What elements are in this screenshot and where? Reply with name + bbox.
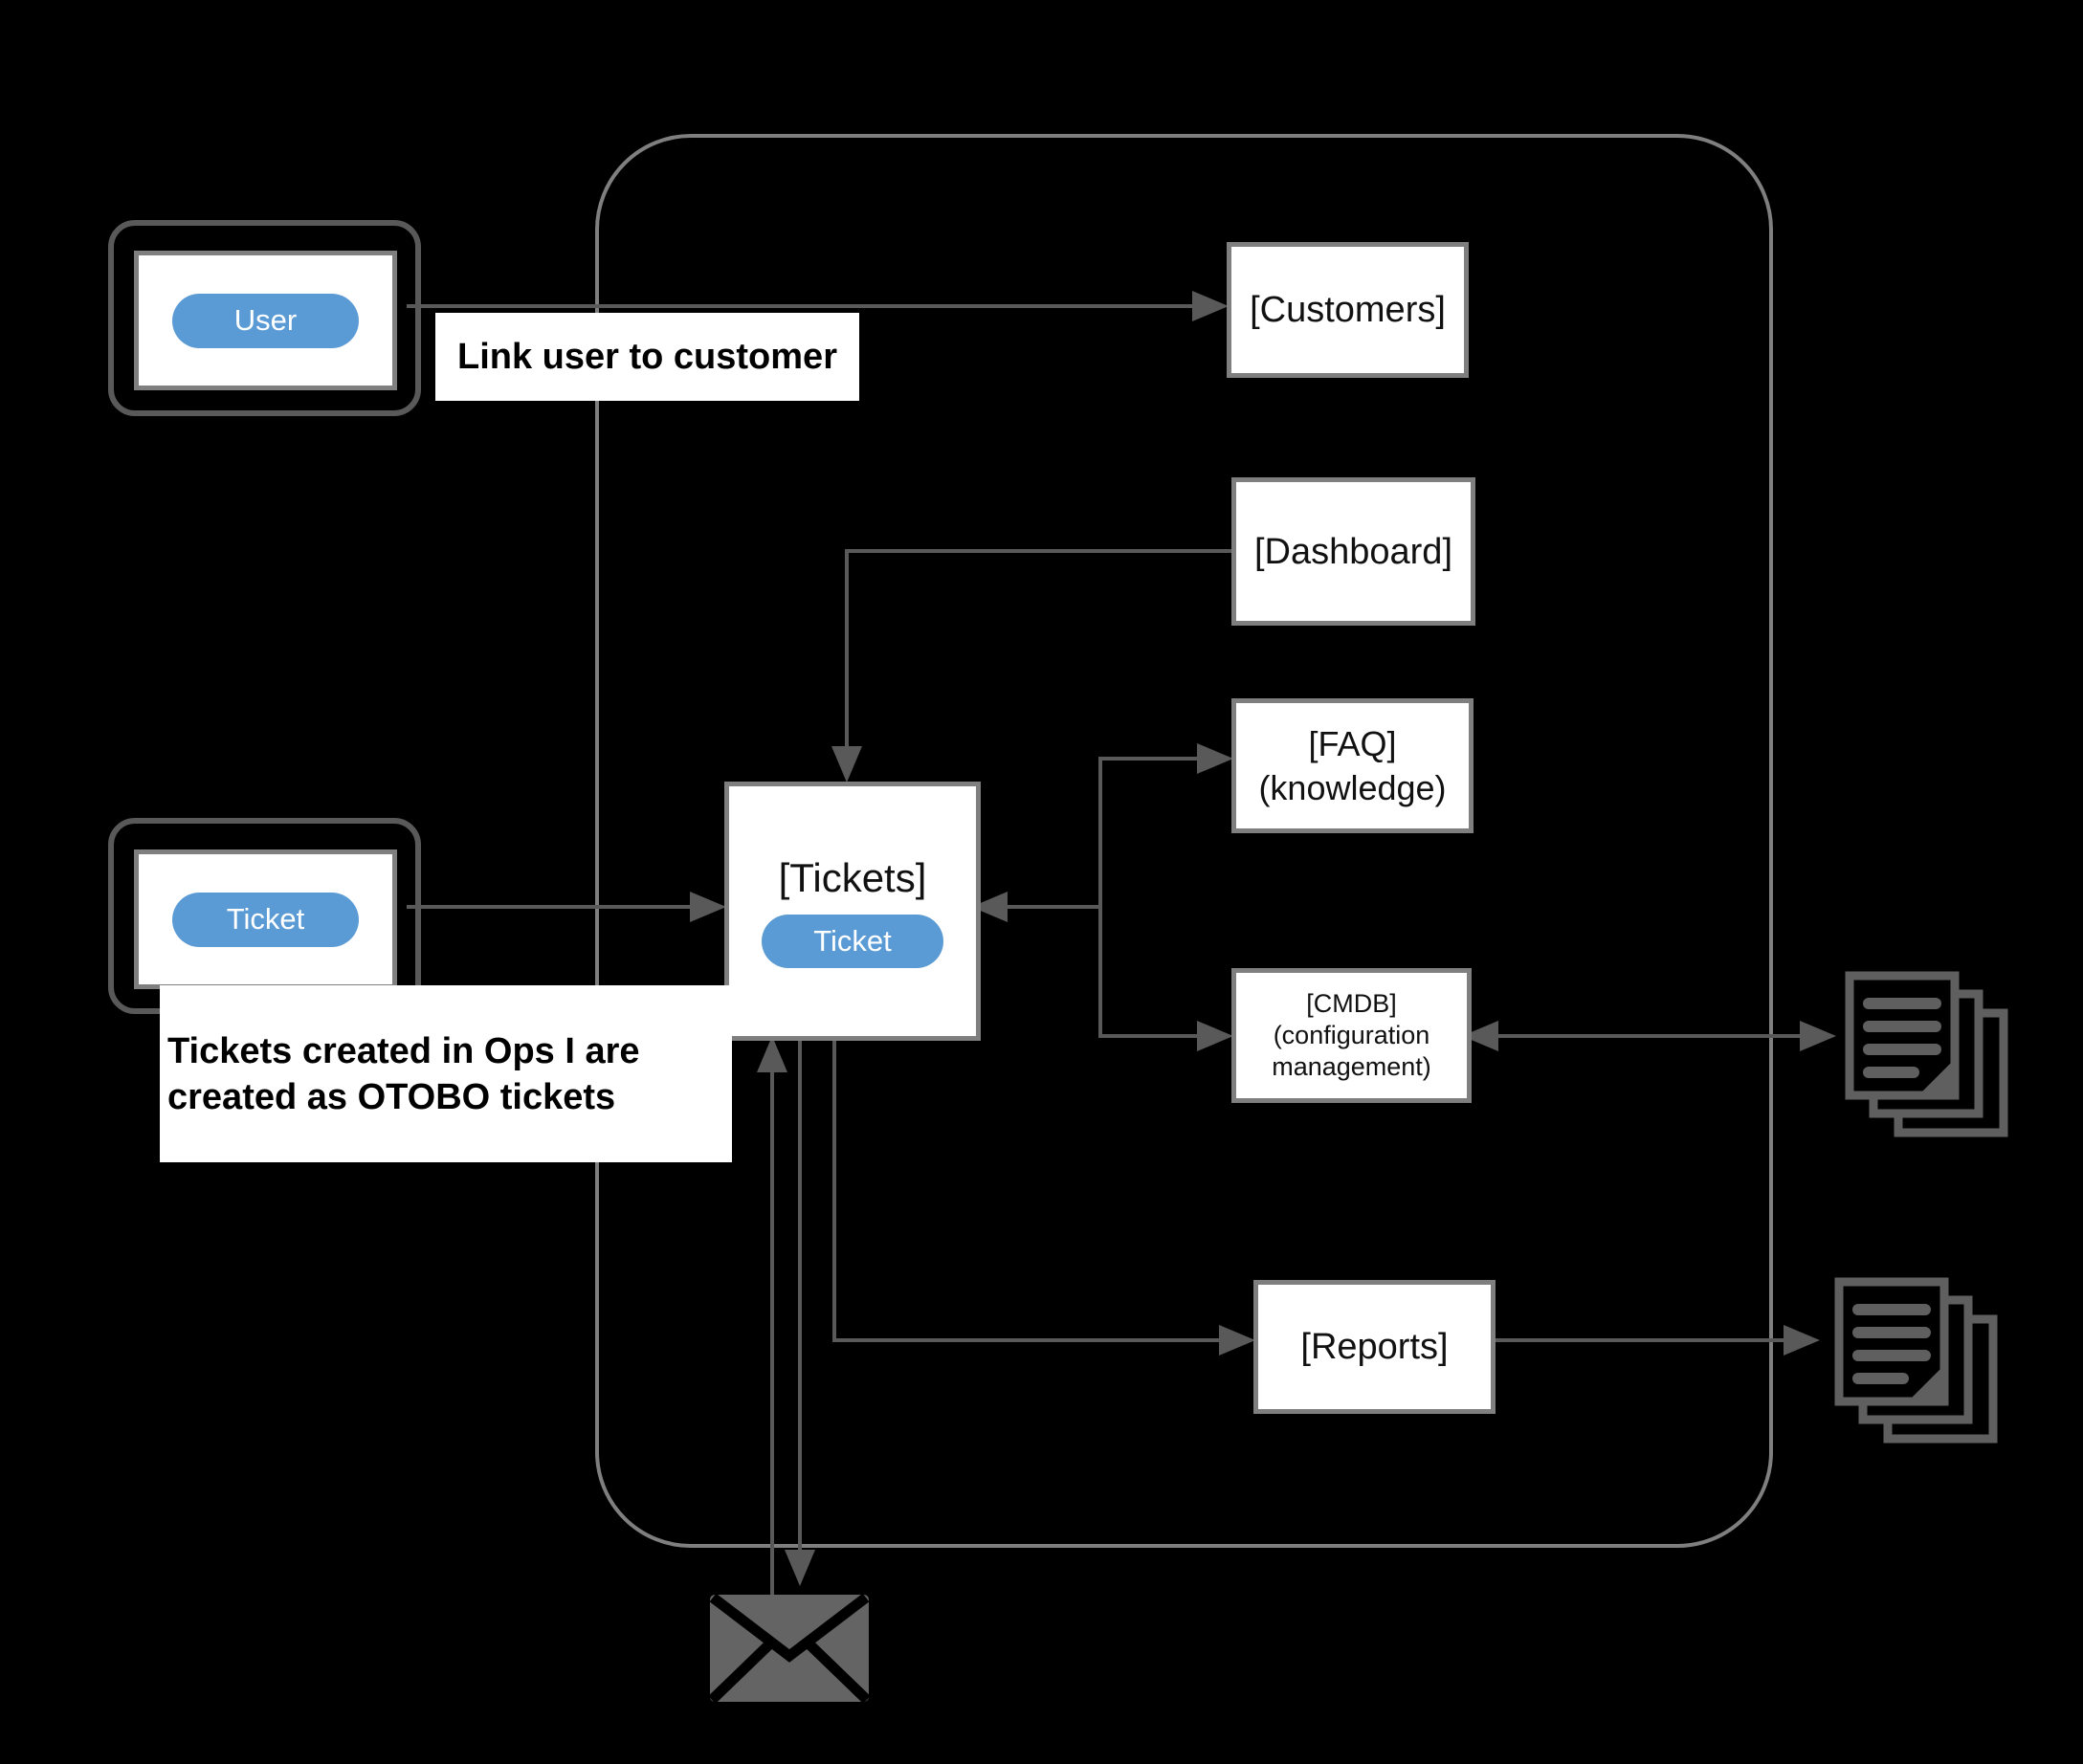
- node-cmdb-line1: [CMDB]: [1306, 989, 1397, 1018]
- connector-branch-riser: [1098, 757, 1102, 1038]
- arrowhead-into-customers: [1192, 291, 1229, 321]
- user-pill-label: User: [233, 303, 298, 337]
- ticket-pill-label: Ticket: [226, 902, 305, 936]
- node-faq-line1: [FAQ]: [1308, 723, 1397, 763]
- connector-user-customers: [407, 304, 1196, 308]
- node-reports: [Reports]: [1253, 1280, 1496, 1414]
- node-faq: [FAQ] (knowledge): [1231, 698, 1474, 833]
- annotation-ops-line2: created as OTOBO tickets: [167, 1076, 616, 1117]
- node-dashboard: [Dashboard]: [1231, 477, 1475, 626]
- node-cmdb-line3: management): [1272, 1052, 1431, 1081]
- tickets-pill: Ticket: [762, 914, 943, 968]
- node-tickets-label: [Tickets]: [778, 854, 927, 900]
- annotation-ops-line1: Tickets created in Ops I are: [167, 1030, 640, 1071]
- node-customers-label: [Customers]: [1250, 290, 1446, 330]
- ticket-pill: Ticket: [172, 892, 359, 947]
- system-boundary-frame: [595, 134, 1773, 1548]
- node-cmdb: [CMDB] (configuration management): [1231, 968, 1472, 1103]
- node-cmdb-line2: (configuration: [1273, 1021, 1430, 1049]
- arrowhead-into-reports: [1219, 1325, 1255, 1356]
- node-dashboard-label: [Dashboard]: [1253, 531, 1452, 572]
- connector-tickets-reports-vertical: [832, 1031, 836, 1342]
- arrowhead-into-faq: [1197, 743, 1233, 774]
- ticket-device-screen: Ticket: [134, 849, 397, 989]
- annotation-ops-tickets: Tickets created in Ops I are created as …: [160, 985, 732, 1162]
- connector-branch-to-cmdb: [1098, 1034, 1197, 1038]
- arrowhead-into-tickets-bottom: [757, 1036, 787, 1072]
- connector-dashboard-horizontal: [845, 549, 1233, 553]
- connector-branch-to-tickets: [1006, 905, 1102, 909]
- node-tickets: [Tickets] Ticket: [724, 782, 981, 1041]
- connector-reports-documents: [1486, 1338, 1784, 1342]
- arrowhead-into-envelope: [785, 1550, 815, 1586]
- annotation-link-user-text: Link user to customer: [457, 336, 837, 377]
- user-device-screen: User: [134, 251, 397, 390]
- user-device-frame: [108, 220, 421, 416]
- tickets-pill-label: Ticket: [813, 923, 892, 958]
- node-reports-label: [Reports]: [1300, 1327, 1449, 1367]
- arrowhead-into-cmdb: [1197, 1021, 1233, 1051]
- connector-dashboard-vertical: [845, 549, 849, 746]
- arrowhead-into-documents-bottom: [1784, 1325, 1820, 1356]
- annotation-link-user: Link user to customer: [435, 313, 859, 401]
- envelope-icon: [708, 1593, 871, 1707]
- arrowhead-into-documents-top: [1800, 1021, 1836, 1051]
- documents-icon: [1845, 971, 2009, 1146]
- arrowhead-into-tickets-top: [831, 746, 862, 783]
- user-pill: User: [172, 293, 359, 348]
- connector-cmdb-documents: [1496, 1034, 1800, 1038]
- node-customers: [Customers]: [1227, 242, 1469, 378]
- connector-mail-to-tickets: [770, 1072, 774, 1595]
- connector-tickets-reports-horizontal: [832, 1338, 1219, 1342]
- arrowhead-into-tickets-left: [690, 892, 726, 922]
- documents-icon: [1834, 1277, 1999, 1452]
- connector-branch-to-faq: [1098, 757, 1197, 761]
- connector-tickets-to-mail: [798, 1031, 802, 1552]
- node-faq-line2: (knowledge): [1258, 767, 1447, 807]
- connector-ticket-tickets: [407, 905, 690, 909]
